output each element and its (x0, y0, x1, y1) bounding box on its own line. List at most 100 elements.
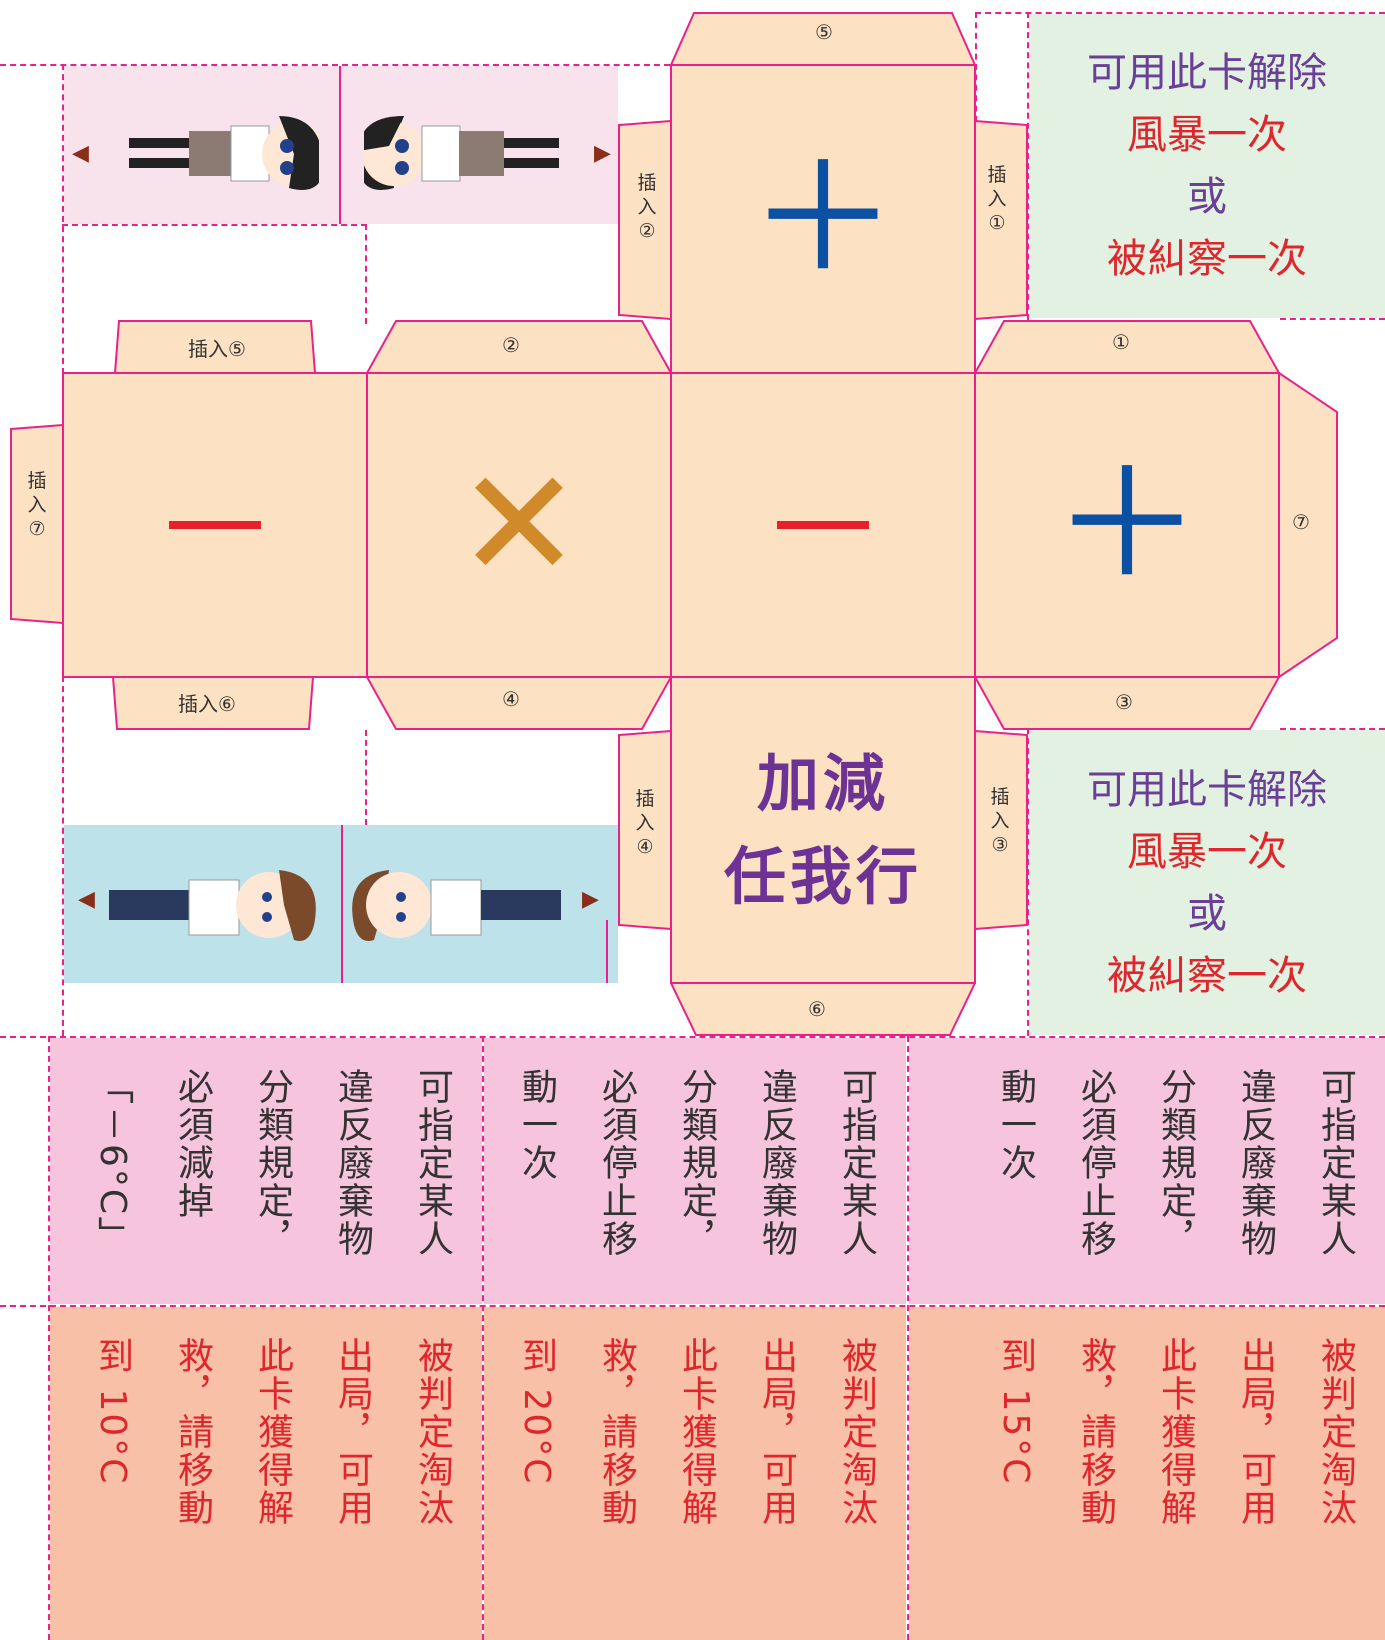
green-card-bottom: 可用此卡解除 風暴一次 或 被糾察一次 (1029, 730, 1385, 1035)
flap-insert-1-label: 插 入 ① (972, 164, 1022, 235)
strip-divider (341, 825, 343, 983)
card-text: 被判定淘汰出局，可用此卡獲得解救，請移動到 15°C (995, 1337, 1356, 1527)
flap-char: ② (638, 219, 656, 242)
flap-char: ① (988, 211, 1006, 234)
girl-figure-right (364, 116, 559, 190)
face-times: ✕ (366, 372, 672, 678)
cut-line (907, 1036, 909, 1640)
cut-line (1280, 728, 1385, 730)
card-text: 被判定淘汰出局，可用此卡獲得解救，請移動到 10°C (92, 1337, 453, 1527)
salmon-card-2: 被判定淘汰出局，可用此卡獲得解救，請移動到 20°C (484, 1307, 906, 1640)
cut-line (62, 676, 64, 1036)
cut-line (365, 224, 367, 324)
arrow-right-icon: ▶ (582, 887, 599, 912)
flap-char: 插 (635, 788, 655, 810)
flap-top-5 (670, 12, 976, 66)
flap-label: ② (502, 333, 520, 357)
cut-line (0, 1036, 1385, 1038)
card-line: 被糾察一次 (1107, 952, 1307, 999)
flap-insert-1 (974, 120, 1028, 320)
flap-insert-5 (114, 320, 316, 374)
cut-line (1027, 12, 1029, 320)
flap-char: 插 (637, 172, 657, 194)
flap-char: 入 (990, 809, 1010, 832)
card-line: 風暴一次 (1127, 828, 1287, 875)
flap-char: 插 (27, 470, 47, 492)
face-left-minus (62, 372, 368, 678)
cut-line (0, 1305, 1385, 1307)
face-center-minus (670, 372, 976, 678)
flap-7 (1278, 372, 1338, 678)
card-line: 可用此卡解除 (1087, 50, 1327, 96)
flap-label: ⑦ (1292, 510, 1310, 534)
card-text: 可指定某人違反廢棄物分類規定，必須減掉「－6°C」 (92, 1068, 453, 1258)
arrow-left-icon: ◀ (78, 887, 95, 912)
face-top-plus: ＋ (670, 64, 976, 374)
flap-3 (974, 676, 1280, 730)
arrow-left-icon: ◀ (72, 141, 89, 166)
card-line: 或 (1187, 890, 1227, 937)
pink-card-3: 可指定某人違反廢棄物分類規定，必須停止移動一次 (909, 1038, 1385, 1304)
face-right-plus: ＋ (974, 372, 1280, 678)
card-line: 風暴一次 (1127, 112, 1287, 158)
plus-icon: ＋ (1051, 438, 1202, 612)
flap-insert-3-label: 插 入 ③ (975, 786, 1025, 857)
flap-char: ④ (636, 835, 654, 858)
flap-label: ③ (1115, 690, 1133, 714)
flap-2 (366, 320, 672, 374)
cut-line (48, 1036, 50, 1640)
cut-line (482, 1036, 484, 1640)
cut-line (1280, 318, 1385, 320)
flap-label: ④ (502, 687, 520, 711)
cut-line (62, 64, 64, 374)
flap-insert-7 (10, 424, 64, 624)
cut-line (975, 12, 977, 122)
minus-icon (777, 521, 869, 529)
flap-char: 入 (987, 187, 1007, 210)
pink-card-1: 可指定某人違反廢棄物分類規定，必須減掉「－6°C」 (50, 1038, 482, 1304)
cut-line (0, 64, 670, 66)
flap-char: 入 (637, 195, 657, 218)
boy-strip: ◀ ▶ (64, 825, 618, 983)
flap-6 (670, 982, 976, 1036)
cut-line (975, 12, 1385, 14)
flap-char: 入 (27, 493, 47, 516)
cut-line (1027, 728, 1029, 1036)
boy-figure-right (352, 870, 561, 941)
flap-label: 插入⑤ (188, 337, 246, 361)
flap-insert-2 (618, 120, 672, 320)
flap-insert-4 (618, 730, 672, 930)
arrow-right-icon: ▶ (594, 141, 611, 166)
card-text: 被判定淘汰出局，可用此卡獲得解救，請移動到 20°C (516, 1337, 877, 1527)
pink-card-2: 可指定某人違反廢棄物分類規定，必須停止移動一次 (484, 1038, 906, 1304)
flap-insert-2-label: 插 入 ② (622, 172, 672, 243)
cut-line (62, 224, 367, 226)
flap-char: 插 (987, 164, 1007, 186)
face-title: 加減 任我行 (670, 676, 976, 984)
flap-char: 入 (635, 811, 655, 834)
card-line: 或 (1187, 174, 1227, 220)
flap-insert-6 (112, 676, 314, 730)
flap-char: ③ (991, 833, 1009, 856)
cut-line (365, 730, 367, 825)
card-text: 可指定某人違反廢棄物分類規定，必須停止移動一次 (995, 1068, 1356, 1258)
girl-figure-left (129, 116, 319, 190)
flap-label: ⑤ (815, 20, 833, 44)
green-card-top: 可用此卡解除 風暴一次 或 被糾察一次 (1029, 14, 1385, 318)
flap-insert-4-label: 插 入 ④ (620, 788, 670, 859)
flap-char: 插 (990, 786, 1010, 808)
title-line: 任我行 (723, 840, 922, 913)
flap-4 (366, 676, 672, 730)
strip-divider (606, 920, 608, 983)
flap-insert-3 (974, 730, 1028, 930)
flap-insert-7-label: 插 入 ⑦ (12, 470, 62, 541)
flap-label: ① (1112, 330, 1130, 354)
times-icon: ✕ (456, 438, 582, 612)
flap-label: 插入⑥ (178, 692, 236, 716)
title-line: 加減 (756, 747, 889, 820)
card-line: 被糾察一次 (1107, 236, 1307, 282)
minus-icon (169, 521, 261, 529)
salmon-card-3: 被判定淘汰出局，可用此卡獲得解救，請移動到 15°C (909, 1307, 1385, 1640)
flap-char: ⑦ (28, 517, 46, 540)
card-text: 可指定某人違反廢棄物分類規定，必須停止移動一次 (516, 1068, 877, 1258)
